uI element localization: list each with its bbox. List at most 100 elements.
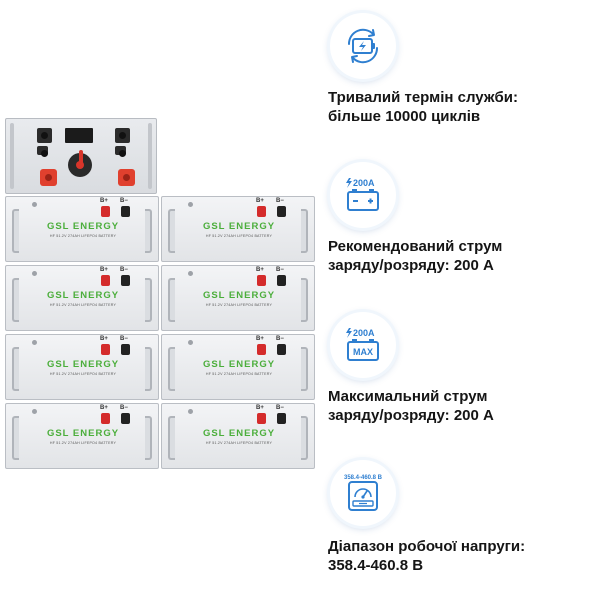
module-brand: GSL ENERGY	[46, 221, 120, 232]
feature-text: Діапазон робочої напруги: 358.4-460.8 В	[328, 537, 525, 575]
positive-terminal	[257, 344, 266, 355]
module-subtitle: HF 51.2V 274AH LIFEPO4 BATTERY	[205, 303, 273, 307]
comm-port	[115, 146, 126, 157]
battery-module: B+ B− GSL ENERGY HF 51.2V 274AH LIFEPO4 …	[161, 403, 315, 469]
feature-recommended-current: 200A Рекомендований струм заряду/розряду…	[328, 162, 598, 274]
module-brand: GSL ENERGY	[202, 221, 276, 232]
positive-label: B+	[100, 405, 108, 411]
positive-terminal	[257, 275, 266, 286]
module-brand: GSL ENERGY	[46, 290, 120, 301]
negative-terminal	[277, 275, 286, 286]
breaker-switch	[68, 150, 92, 177]
negative-label: B−	[120, 336, 128, 342]
mount-hole	[188, 340, 193, 345]
module-handle	[168, 347, 175, 391]
module-handle	[145, 278, 152, 322]
feature-cycle-life: Тривалий термін служби: більше 10000 цик…	[328, 13, 598, 126]
negative-label: B−	[120, 267, 128, 273]
module-brand: GSL ENERGY	[202, 359, 276, 370]
negative-label: B−	[120, 405, 128, 411]
module-brand: GSL ENERGY	[202, 290, 276, 301]
module-handle	[168, 209, 175, 253]
module-handle	[145, 347, 152, 391]
feature-title: Діапазон робочої напруги:	[328, 538, 526, 555]
mount-hole	[32, 202, 37, 207]
mount-hole	[32, 340, 37, 345]
module-subtitle: HF 51.2V 274AH LIFEPO4 BATTERY	[49, 234, 117, 238]
negative-terminal	[121, 275, 130, 286]
power-socket	[37, 128, 52, 143]
feature-text: Максимальний струм заряду/розряду: 200 А	[328, 387, 494, 425]
feature-title: Тривалий термін служби:	[328, 89, 518, 106]
icon-current-label: 200A	[353, 328, 375, 338]
feature-voltage-range: 358.4-460.8 В Діапазон робочої напруги: …	[328, 460, 598, 580]
mount-hole	[32, 271, 37, 276]
battery-module: B+ B− GSL ENERGY HF 51.2V 274AH LIFEPO4 …	[161, 196, 315, 262]
mount-hole	[32, 409, 37, 414]
icon-max-badge: MAX	[353, 347, 373, 357]
feature-max-current: 200A MAX Максимальний струм заряду/розря…	[328, 312, 598, 425]
negative-terminal	[121, 344, 130, 355]
positive-terminal	[101, 275, 110, 286]
module-handle	[12, 209, 19, 253]
module-brand: GSL ENERGY	[202, 428, 276, 439]
mount-hole	[188, 271, 193, 276]
module-subtitle: HF 51.2V 274AH LIFEPO4 BATTERY	[205, 441, 273, 445]
module-subtitle: HF 51.2V 274AH LIFEPO4 BATTERY	[205, 234, 273, 238]
feature-title: Максимальний струм	[328, 388, 488, 405]
battery-cycle-icon	[347, 28, 379, 64]
module-handle	[145, 209, 152, 253]
positive-label: B+	[256, 267, 264, 273]
feature-value: 358.4-460.8 В	[328, 557, 424, 574]
max-current-icon: 200A MAX	[346, 328, 379, 361]
rack-rail	[10, 123, 14, 189]
feature-value: заряду/розряду: 200 А	[328, 407, 494, 424]
positive-label: B+	[256, 336, 264, 342]
module-brand: GSL ENERGY	[46, 359, 120, 370]
module-brand: GSL ENERGY	[46, 428, 120, 439]
module-subtitle: HF 51.2V 274AH LIFEPO4 BATTERY	[49, 303, 117, 307]
positive-terminal	[101, 206, 110, 217]
icon-circle: 358.4-460.8 В	[330, 460, 396, 526]
negative-label: B−	[276, 336, 284, 342]
feature-value: більше 10000 циклів	[328, 108, 481, 125]
positive-label: B+	[100, 267, 108, 273]
feature-value: заряду/розряду: 200 А	[328, 257, 494, 274]
power-socket	[115, 128, 130, 143]
positive-label: B+	[100, 336, 108, 342]
positive-terminal	[101, 413, 110, 424]
icon-circle: 200A	[330, 162, 396, 228]
icon-circle	[330, 13, 396, 79]
voltage-range-icon: 358.4-460.8 В	[344, 475, 383, 511]
module-handle	[12, 278, 19, 322]
battery-module: B+ B− GSL ENERGY HF 51.2V 274AH LIFEPO4 …	[161, 334, 315, 400]
battery-module: B+ B− GSL ENERGY HF 51.2V 274AH LIFEPO4 …	[161, 265, 315, 331]
module-subtitle: HF 51.2V 274AH LIFEPO4 BATTERY	[49, 441, 117, 445]
battery-module: B+ B− GSL ENERGY HF 51.2V 274AH LIFEPO4 …	[5, 403, 159, 469]
positive-label: B+	[100, 198, 108, 204]
negative-label: B−	[276, 267, 284, 273]
negative-label: B−	[276, 198, 284, 204]
module-handle	[301, 209, 308, 253]
feature-text: Тривалий термін служби: більше 10000 цик…	[328, 88, 518, 126]
module-handle	[168, 416, 175, 460]
icon-circle: 200A MAX	[330, 312, 396, 378]
icon-voltage-label: 358.4-460.8 В	[344, 475, 383, 481]
battery-module: B+ B− GSL ENERGY HF 51.2V 274AH LIFEPO4 …	[5, 265, 159, 331]
module-handle	[12, 416, 19, 460]
module-handle	[301, 347, 308, 391]
module-handle	[301, 278, 308, 322]
feature-title: Рекомендований струм	[328, 238, 503, 255]
positive-terminal	[101, 344, 110, 355]
negative-terminal	[277, 206, 286, 217]
comm-port	[37, 146, 48, 157]
negative-label: B−	[120, 198, 128, 204]
negative-terminal	[121, 413, 130, 424]
positive-terminal	[257, 413, 266, 424]
display-screen	[65, 128, 93, 143]
icon-current-label: 200A	[353, 178, 375, 188]
module-handle	[301, 416, 308, 460]
module-handle	[145, 416, 152, 460]
module-subtitle: HF 51.2V 274AH LIFEPO4 BATTERY	[49, 372, 117, 376]
rack-rail	[148, 123, 152, 189]
